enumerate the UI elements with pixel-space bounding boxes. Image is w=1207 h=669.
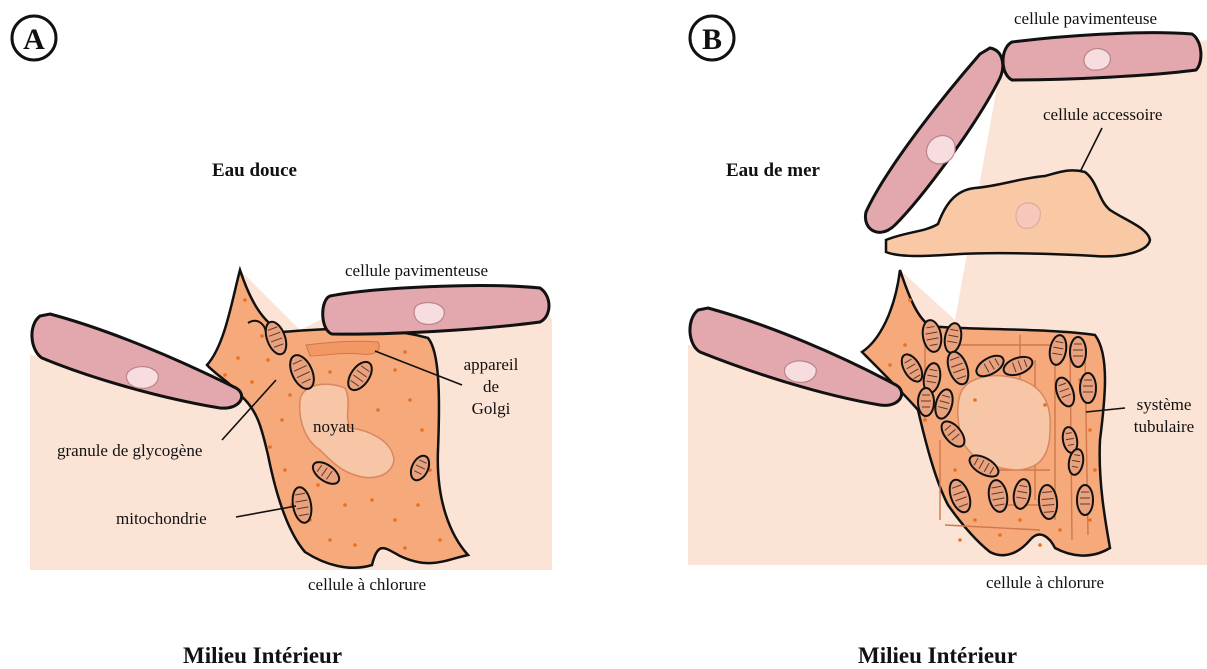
panel-b: B (688, 9, 1207, 668)
panel-b-interior-label: Milieu Intérieur (858, 643, 1017, 668)
panel-b-pavement-label: cellule pavimenteuse (1014, 9, 1157, 28)
panel-a: A (12, 16, 552, 668)
panel-b-accessory-label: cellule accessoire (1043, 105, 1162, 124)
panel-a-environment-label: Eau douce (212, 160, 297, 181)
panel-a-golgi-label-3: Golgi (472, 399, 511, 418)
panel-b-badge: B (690, 16, 734, 60)
panel-b-tubular-label-2: tubulaire (1134, 417, 1194, 436)
mitochondrion (1070, 337, 1086, 367)
panel-b-chloride-label: cellule à chlorure (986, 573, 1104, 592)
panel-a-letter: A (23, 23, 45, 56)
mitochondrion (1080, 373, 1096, 403)
panel-b-accessory-nucleus (1016, 203, 1040, 228)
panel-a-badge: A (12, 16, 56, 60)
panel-a-interior-label: Milieu Intérieur (183, 643, 342, 668)
panel-b-environment-label: Eau de mer (726, 160, 821, 181)
panel-b-letter: B (702, 23, 722, 56)
panel-a-glycogen-label: granule de glycogène (57, 441, 202, 460)
panel-a-pavement-label: cellule pavimenteuse (345, 261, 488, 280)
panel-a-mito-label: mitochondrie (116, 509, 207, 528)
panel-a-golgi-label-2: de (483, 377, 499, 396)
mitochondrion (1077, 485, 1093, 515)
mitochondrion (918, 388, 934, 416)
panel-a-nucleus-label: noyau (313, 417, 355, 436)
panel-a-golgi (306, 341, 379, 356)
panel-b-tubular-label-1: système (1137, 395, 1192, 414)
panel-a-golgi-label-1: appareil (464, 355, 519, 374)
panel-b-pavement-cell-top (1003, 33, 1201, 80)
panel-a-chloride-label: cellule à chlorure (308, 575, 426, 594)
